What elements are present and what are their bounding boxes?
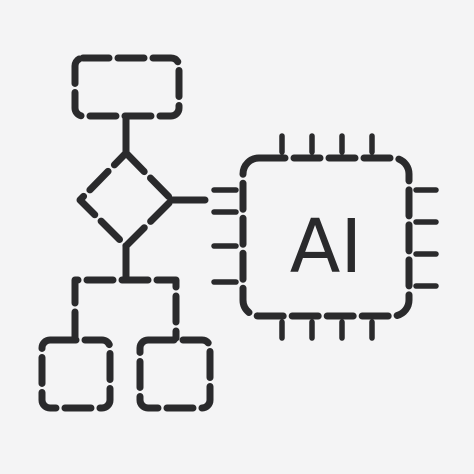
flowchart-branch-line <box>71 276 180 342</box>
ai-chip-label: AI <box>290 204 362 290</box>
flowchart-top-box <box>71 54 183 120</box>
ai-chip-pins-top <box>279 133 375 155</box>
ai-chip-pins-right <box>413 187 439 289</box>
ai-chip-body <box>239 154 413 320</box>
ai-chip-pins-left <box>211 187 239 285</box>
flowchart-bottom-right-box <box>136 336 214 412</box>
ai-chip-pins-bottom <box>279 319 375 341</box>
flowchart-bottom-left-box <box>38 336 114 412</box>
flowchart-decision-diamond <box>76 149 176 250</box>
